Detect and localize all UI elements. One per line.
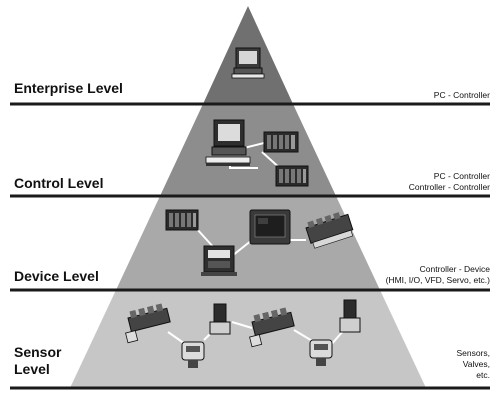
description-line: PC - Controller [433,171,490,181]
level-name-device: Device Level [14,268,99,285]
level-name-line: Sensor [14,344,62,360]
level-description-device: Controller - Device (HMI, I/O, VFD, Serv… [386,264,490,286]
plc-rack-icon [165,209,199,231]
level-name-control: Control Level [14,175,103,192]
description-line: Valves, [462,359,490,369]
pyramid-band-sensor [70,290,426,388]
pc-workstation-icon [205,119,251,166]
plc-rack-icon [263,131,299,153]
description-line: etc. [476,370,490,380]
valve-icon [209,303,231,335]
level-name-line: Level [14,361,50,377]
pyramid-band-control [160,104,336,196]
description-line: (HMI, I/O, VFD, Servo, etc.) [385,275,490,285]
io-block-icon [305,212,354,249]
description-line: Controller - Device [419,264,490,274]
valve-manifold-icon [249,307,295,348]
level-name-line: Enterprise Level [14,80,123,96]
level-name-line: Device Level [14,268,99,284]
description-line: Sensors, [456,348,490,358]
description-line: Controller - Controller [408,182,490,192]
sensor-icon [181,341,205,368]
plc-rack-icon [275,165,309,187]
level-name-enterprise: Enterprise Level [14,80,123,97]
level-name-sensor: Sensor Level [14,344,61,378]
valve-manifold-icon [125,303,171,344]
level-description-control: PC - Controller Controller - Controller [409,171,490,193]
valve-icon [339,299,361,333]
sensor-icon [309,339,333,366]
level-name-line: Control Level [14,175,104,191]
hmi-panel-icon [249,209,291,245]
level-description-sensor: Sensors, Valves, etc. [456,348,490,381]
level-description-enterprise: PC - Controller [434,90,490,101]
pc-workstation-icon [231,47,265,79]
description-line: PC - Controller [433,90,490,100]
drive-icon [201,245,237,276]
